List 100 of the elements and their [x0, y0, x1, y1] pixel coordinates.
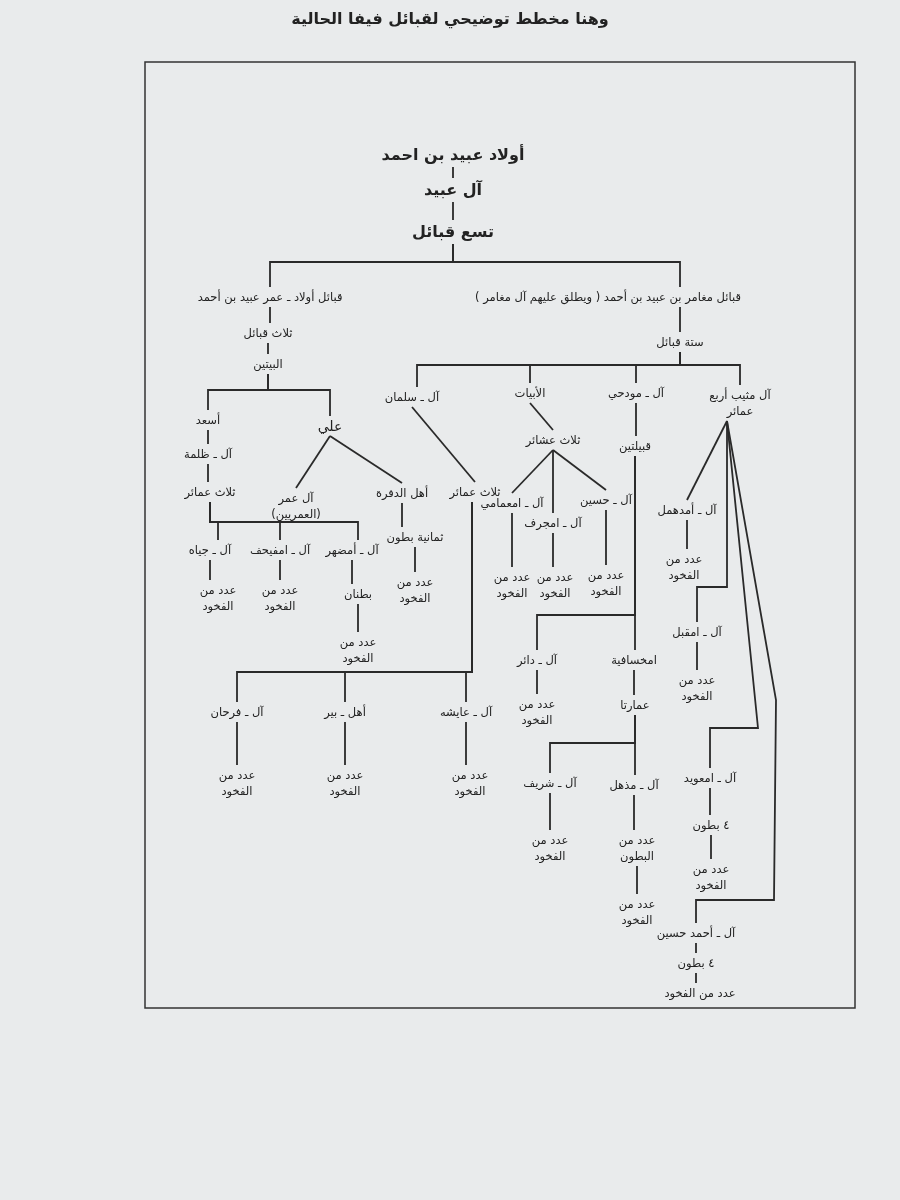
connector-line: [710, 834, 712, 860]
tree-label: آل ـ مودحي: [605, 384, 667, 402]
tree-label: أولاد عبيد بن احمد: [379, 144, 527, 166]
connector-line: [452, 166, 454, 179]
tree-label: آل ـ سلمان: [382, 388, 442, 406]
connector-line: [529, 402, 554, 431]
tree-label: امخسافية: [609, 651, 659, 669]
tree-label: بطنان: [341, 585, 375, 603]
tree-label: ستة قبائل: [654, 333, 706, 351]
tree-label: عدد من الفخود: [210, 766, 264, 800]
tree-label: أسعد: [193, 411, 223, 429]
tree-label: قبيلتين: [617, 437, 653, 455]
connector-line: [344, 721, 346, 766]
tree-label: عدد من الفخود: [528, 568, 582, 602]
tree-label: أهل الدفرة: [373, 484, 431, 502]
tree-label: عدد من الفخود: [670, 671, 724, 705]
tree-label: عدد من الفخود: [662, 984, 738, 1002]
connector-line: [686, 420, 728, 501]
tree-label: آل ـ امفيحف: [247, 541, 313, 559]
connector-line: [511, 512, 513, 568]
tree-label: ٤ بطون: [690, 816, 732, 834]
tree-label: عدد من الفخود: [523, 831, 577, 865]
connector-line: [411, 406, 476, 483]
tree-label: آل ـ حسين: [578, 491, 634, 509]
connector-line: [207, 429, 209, 445]
connector-line: [465, 501, 473, 703]
tree-label: ٤ بطون: [675, 954, 717, 972]
connector-line: [633, 669, 635, 696]
tree-label: عدد من الفخود: [331, 633, 385, 667]
tree-label: آل عبيد: [421, 179, 485, 201]
tree-label: آل ـ مذهل: [607, 776, 661, 794]
tree-label: آل ـ أمدهمل: [655, 501, 719, 519]
connector-line: [636, 865, 638, 895]
tree-label: تسع قبائل: [409, 221, 497, 243]
tree-label: عدد من الفخود: [657, 550, 711, 584]
tree-label: آل عمر (العمريين): [259, 489, 333, 523]
connector-line: [635, 402, 637, 437]
connector-line: [207, 463, 209, 483]
tree-label: عدد من الفخود: [388, 573, 442, 607]
connector-line: [679, 306, 681, 333]
tree-label: عدد من الفخود: [191, 581, 245, 615]
connector-line: [633, 794, 635, 831]
title: وهنا مخطط توضيحي لقبائل فيفا الحالية: [291, 8, 609, 28]
connector-line: [414, 546, 416, 573]
tree-label: البيتين: [251, 355, 285, 373]
connector-line: [452, 243, 681, 288]
connector-line: [536, 669, 538, 695]
connector-line: [686, 519, 688, 550]
connector-line: [605, 509, 607, 566]
tree-label: عمارتا: [618, 696, 652, 714]
tree-label: عدد من الفخود: [318, 766, 372, 800]
connector-line: [269, 306, 271, 324]
tree-label: أهل ـ بير: [322, 703, 368, 721]
connector-line: [267, 373, 331, 417]
connector-line: [549, 792, 551, 831]
connector-line: [709, 787, 711, 816]
connector-line: [209, 501, 359, 541]
tree-label: ثلاث قبائل: [241, 324, 295, 342]
connector-line: [679, 351, 741, 386]
tree-label: آل ـ امقبل: [670, 623, 724, 641]
tree-label: آل مثيب أربع عمائر: [707, 386, 773, 420]
connector-line: [634, 455, 636, 651]
tree-label: الأبيات: [512, 384, 548, 402]
tree-label: عدد من الفخود: [510, 695, 564, 729]
tree-label: آل ـ ظلمة: [182, 445, 234, 463]
connector-line: [709, 420, 759, 769]
tree-label: آل ـ فرحان: [208, 703, 266, 721]
connector-line: [236, 721, 238, 766]
connector-line: [465, 721, 467, 766]
connector-line: [295, 435, 331, 489]
tree-label: ثلاث عمائر: [182, 483, 238, 501]
tree-label: قبائل مغامر بن عبيد بن أحمد ( ويطلق عليهم آل مغامر ): [473, 288, 743, 306]
connector-line: [329, 435, 403, 484]
connector-line: [351, 559, 353, 585]
connector-line: [209, 559, 211, 581]
connector-line: [634, 714, 636, 776]
connector-line: [552, 532, 554, 568]
connector-line: [279, 559, 281, 581]
connector-line: [511, 449, 554, 494]
connector-line: [695, 420, 777, 924]
tree-label: آل ـ امجرف: [522, 514, 584, 532]
connector-line: [695, 942, 697, 954]
tree-label: عدد من الفخود: [579, 566, 633, 600]
connector-line: [696, 641, 698, 671]
tree-label: آل ـ امعويد: [681, 769, 739, 787]
connector-line: [357, 603, 359, 633]
tree-label: آل ـ شريف: [521, 774, 579, 792]
tree-label: علي: [315, 417, 345, 435]
tree-label: عدد من الفخود: [684, 860, 738, 894]
connector-line: [695, 972, 697, 984]
tree-label: ثلاث عشائر: [523, 431, 583, 449]
connector-line: [452, 201, 454, 221]
tree-label: ثمانية بطون: [384, 528, 446, 546]
tree-label: قبائل أولاد ـ عمر عبيد بن أحمد: [195, 288, 345, 306]
connector-line: [552, 449, 607, 491]
tree-label: عدد من الفخود: [253, 581, 307, 615]
tree-label: آل ـ دائر: [514, 651, 560, 669]
connector-line: [267, 342, 269, 355]
tree-label: آل ـ عايشه: [437, 703, 495, 721]
tree-label: عدد من البطون: [610, 831, 664, 865]
